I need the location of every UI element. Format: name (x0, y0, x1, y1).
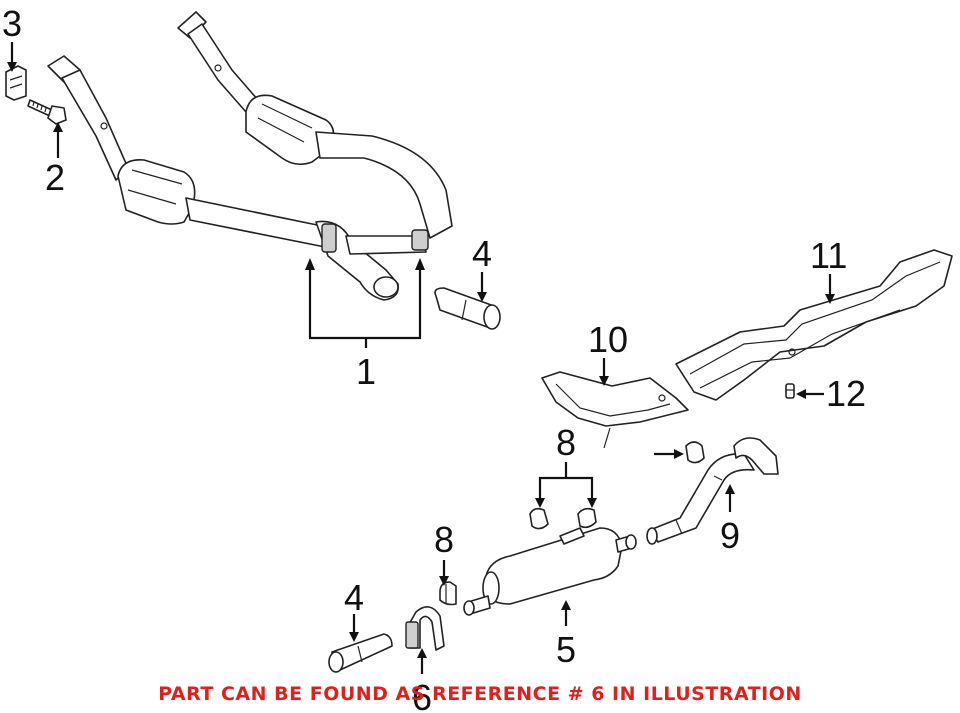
hanger-part-9 (685, 441, 705, 464)
callout-1: 1 (356, 351, 376, 392)
insulator-part-8-lower (439, 581, 457, 606)
callout-3: 3 (2, 3, 22, 44)
callout-2: 2 (45, 157, 65, 198)
callout-11: 11 (810, 235, 847, 276)
tailpipe-part-9 (646, 437, 779, 545)
callout-8-lower: 8 (434, 519, 454, 560)
fastener-part-12 (785, 383, 795, 399)
bracket-part-3 (5, 65, 27, 101)
bolt-part-2 (27, 99, 67, 125)
connector-pipe-upper (434, 287, 501, 330)
callout-6: 6 (412, 677, 432, 713)
front-exhaust-pipe-assembly (47, 11, 453, 301)
insulator-pair-part-8-upper (529, 507, 597, 530)
callout-4-lower: 4 (344, 577, 364, 618)
callout-10: 10 (588, 319, 628, 360)
leader-lines (7, 42, 835, 674)
muffler-part-5 (463, 527, 637, 616)
callout-4-upper: 4 (472, 233, 492, 274)
clamp-part-6 (405, 606, 445, 651)
callout-9: 9 (720, 515, 740, 556)
callout-5: 5 (556, 629, 576, 670)
heat-shield-part-11 (675, 249, 953, 401)
callout-12: 12 (826, 373, 866, 414)
reference-notice: PART CAN BE FOUND AS REFERENCE # 6 IN IL… (158, 683, 802, 705)
callout-8-upper: 8 (556, 422, 576, 463)
connector-pipe-lower (328, 633, 393, 673)
